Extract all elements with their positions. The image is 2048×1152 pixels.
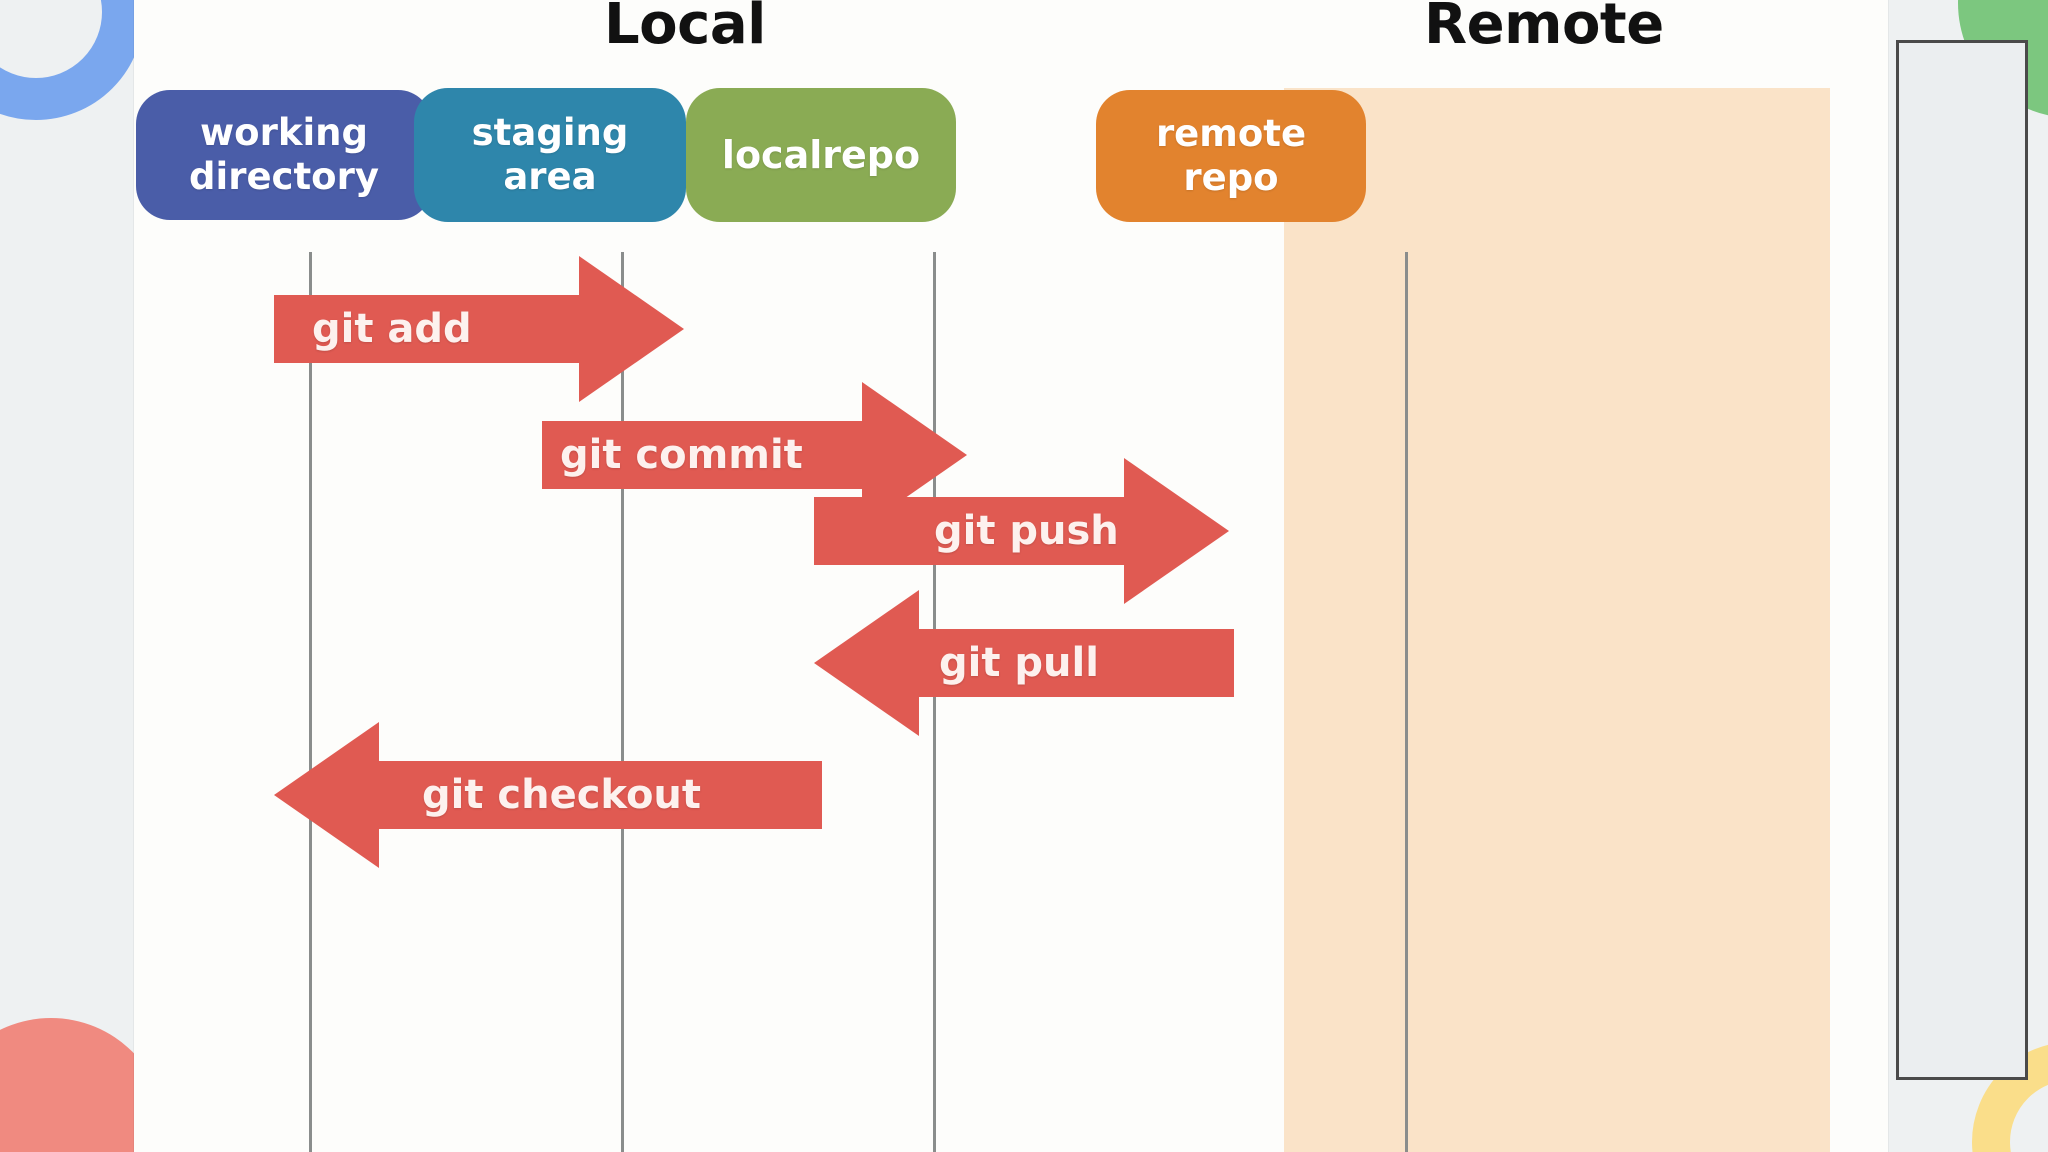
- node-remote-repo[interactable]: remote repo: [1096, 90, 1366, 222]
- node-localrepo[interactable]: localrepo: [686, 88, 956, 222]
- lifeline-working-directory: [309, 252, 312, 1152]
- arrow-git-push-shaft: [814, 497, 1129, 565]
- lifeline-localrepo: [933, 252, 936, 1152]
- decor-ring-blue-icon: [0, 0, 144, 120]
- arrow-git-add-head: [579, 256, 684, 402]
- lifeline-remote-repo: [1405, 252, 1408, 1152]
- arrow-git-commit-shaft: [542, 421, 867, 489]
- arrow-git-checkout-head: [274, 722, 379, 868]
- arrow-git-add[interactable]: git add: [274, 256, 684, 402]
- arrow-git-push-head: [1124, 458, 1229, 604]
- slide-side-frame: [1896, 40, 2028, 1080]
- remote-zone-band: [1284, 88, 1830, 1152]
- arrow-git-pull[interactable]: git pull: [814, 590, 1234, 736]
- lifeline-staging-area: [621, 252, 624, 1152]
- arrow-git-add-shaft: [274, 295, 584, 363]
- arrow-git-push[interactable]: git push: [814, 458, 1234, 604]
- zone-title-local: Local: [604, 0, 766, 57]
- arrow-git-checkout[interactable]: git checkout: [274, 722, 822, 868]
- node-working-directory[interactable]: working directory: [136, 90, 432, 220]
- node-staging-area[interactable]: staging area: [414, 88, 686, 222]
- zone-title-remote: Remote: [1424, 0, 1664, 57]
- arrow-git-checkout-shaft: [374, 761, 822, 829]
- arrow-git-pull-head: [814, 590, 919, 736]
- git-workflow-diagram: Local Remote working directory staging a…: [134, 0, 1888, 1152]
- arrow-git-pull-shaft: [909, 629, 1234, 697]
